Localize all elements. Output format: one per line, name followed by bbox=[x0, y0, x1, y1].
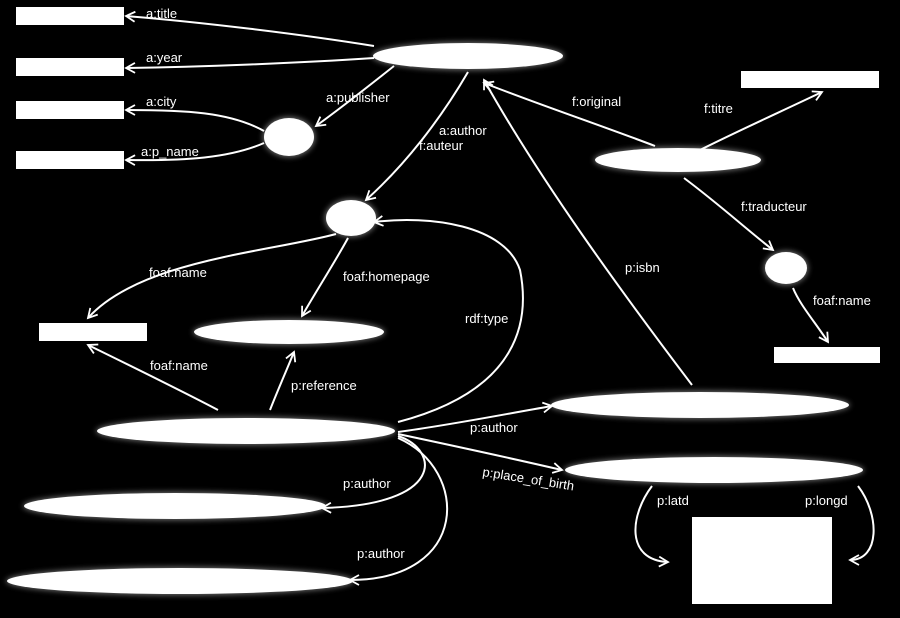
book-node bbox=[373, 43, 563, 69]
edge-p-author-book bbox=[397, 401, 554, 433]
translator-node bbox=[765, 252, 807, 284]
edge-f-titre bbox=[699, 90, 824, 151]
edge-f-traducteur bbox=[683, 177, 775, 252]
homepage-node bbox=[194, 320, 384, 344]
publisher-node bbox=[264, 118, 314, 156]
edge-a-year bbox=[124, 57, 375, 74]
edge-a-p-name bbox=[124, 142, 265, 166]
author-resource-node-2 bbox=[7, 568, 353, 594]
edge-label-f-auteur: f:auteur bbox=[419, 138, 464, 153]
edge-p-reference bbox=[269, 350, 297, 411]
edge-label-p-isbn: p:isbn bbox=[625, 260, 660, 275]
edge-label-foaf-name-author: foaf:name bbox=[149, 265, 207, 280]
edge-p-latd bbox=[634, 485, 670, 568]
edge-label-p-longd: p:longd bbox=[805, 493, 848, 508]
literal-node-titre bbox=[741, 71, 879, 88]
literal-node-traducteur-name bbox=[774, 347, 880, 363]
book-resource-node bbox=[551, 392, 849, 418]
literal-node-author-name bbox=[39, 323, 147, 341]
edge-label-foaf-name-translator: foaf:name bbox=[813, 293, 871, 308]
edge-label-p-latd: p:latd bbox=[657, 493, 689, 508]
edge-label-p-author-resource-2: p:author bbox=[357, 546, 405, 561]
edge-f-original bbox=[482, 80, 656, 147]
edge-label-f-original: f:original bbox=[572, 94, 621, 109]
edge-a-publisher bbox=[314, 65, 395, 128]
edge-p-isbn bbox=[483, 78, 693, 386]
edge-label-p-reference: p:reference bbox=[291, 378, 357, 393]
literal-node-city bbox=[16, 101, 124, 119]
literal-node-title bbox=[16, 7, 124, 25]
edge-a-title bbox=[124, 10, 375, 47]
edge-label-p-place-of-birth: p:place_of_birth bbox=[482, 464, 576, 493]
edge-a-city bbox=[124, 104, 265, 132]
edge-foaf-name-person bbox=[86, 343, 219, 411]
edge-p-author-resource-2 bbox=[348, 437, 449, 586]
edge-label-a-year: a:year bbox=[146, 50, 183, 65]
translation-node bbox=[595, 148, 761, 172]
author-node bbox=[326, 200, 376, 236]
edge-label-a-title: a:title bbox=[146, 6, 177, 21]
literal-node-p-name bbox=[16, 151, 124, 169]
edge-p-author-resource-1 bbox=[320, 435, 426, 514]
literal-node-year bbox=[16, 58, 124, 76]
edge-foaf-name-translator bbox=[792, 287, 830, 344]
edge-label-foaf-homepage: foaf:homepage bbox=[343, 269, 430, 284]
edge-label-a-p-name: a:p_name bbox=[141, 144, 199, 159]
edge-label-a-author: a:author bbox=[439, 123, 487, 138]
edge-rdf-type bbox=[372, 215, 524, 423]
edge-label-foaf-name-person: foaf:name bbox=[150, 358, 208, 373]
edge-foaf-name-author bbox=[86, 233, 337, 320]
edge-a-author bbox=[364, 71, 469, 202]
edge-label-a-publisher: a:publisher bbox=[326, 90, 390, 105]
edge-p-place-of-birth bbox=[397, 433, 564, 474]
edge-label-f-titre: f:titre bbox=[704, 101, 733, 116]
edge-foaf-homepage bbox=[301, 237, 349, 318]
edge-label-f-traducteur: f:traducteur bbox=[741, 199, 807, 214]
edge-label-a-city: a:city bbox=[146, 94, 177, 109]
edge-label-rdf-type: rdf:type bbox=[465, 311, 508, 326]
person-node bbox=[97, 418, 395, 444]
author-resource-node-1 bbox=[24, 493, 326, 519]
edge-label-p-author-book: p:author bbox=[470, 420, 518, 435]
edge-p-longd bbox=[848, 485, 875, 566]
edge-label-p-author-resource-1: p:author bbox=[343, 476, 391, 491]
literal-node-coordinates bbox=[692, 517, 832, 604]
birthplace-node bbox=[565, 457, 863, 483]
